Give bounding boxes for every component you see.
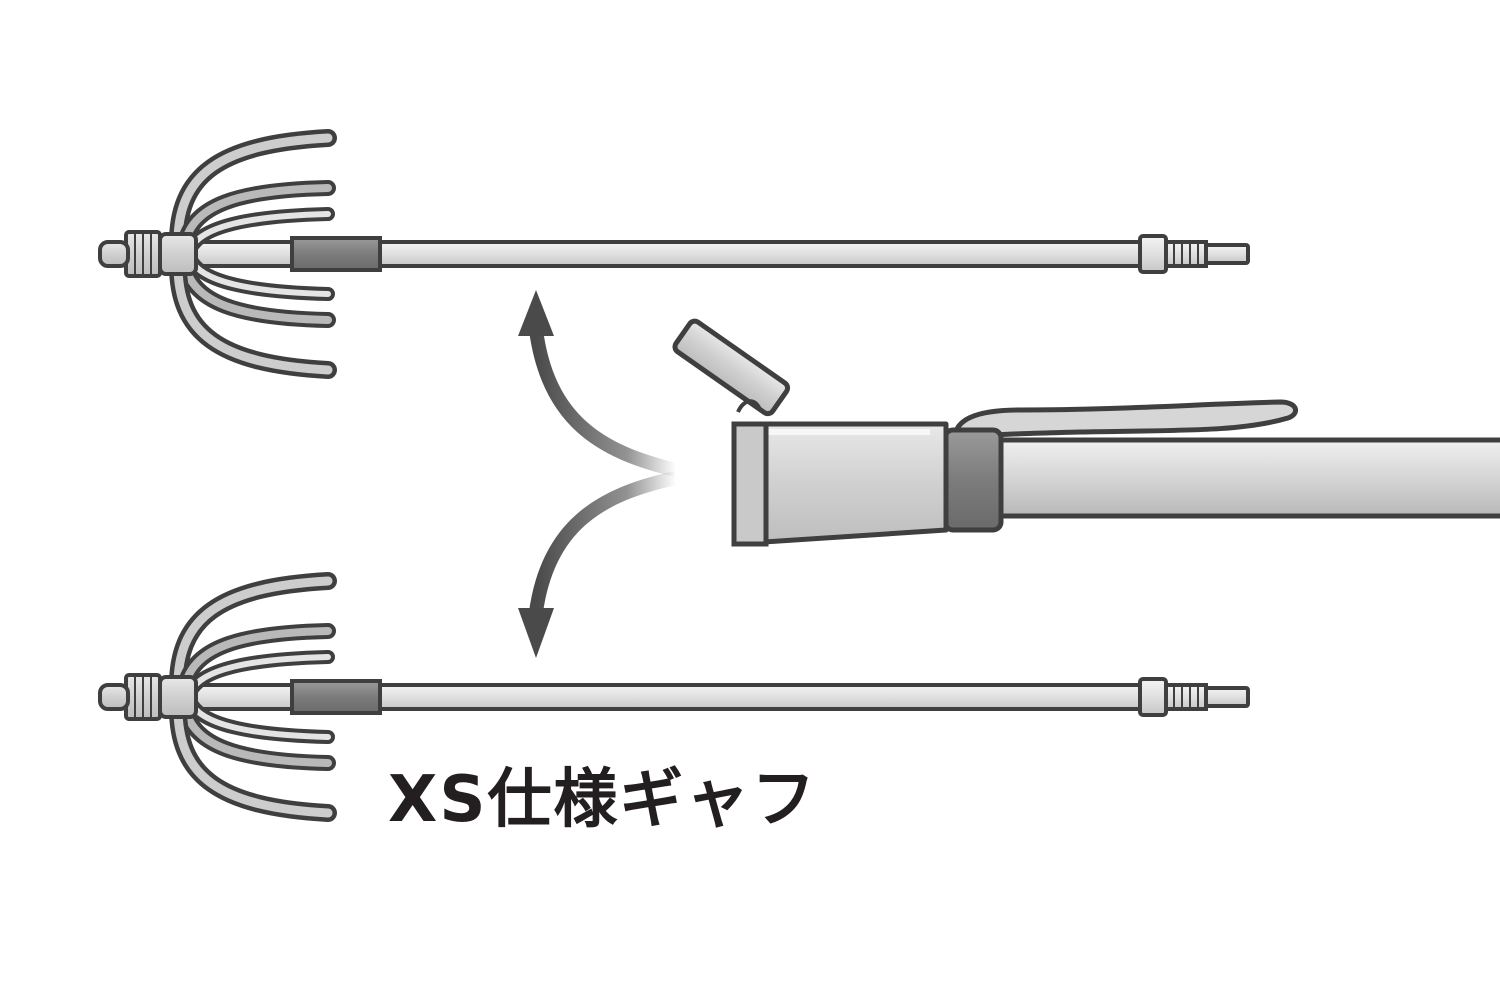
double-curved-arrow-icon xyxy=(518,290,678,658)
product-caption: XS仕様ギャフ xyxy=(388,763,818,837)
gaff-handle xyxy=(672,318,1500,547)
upper-gaff xyxy=(100,138,1248,370)
